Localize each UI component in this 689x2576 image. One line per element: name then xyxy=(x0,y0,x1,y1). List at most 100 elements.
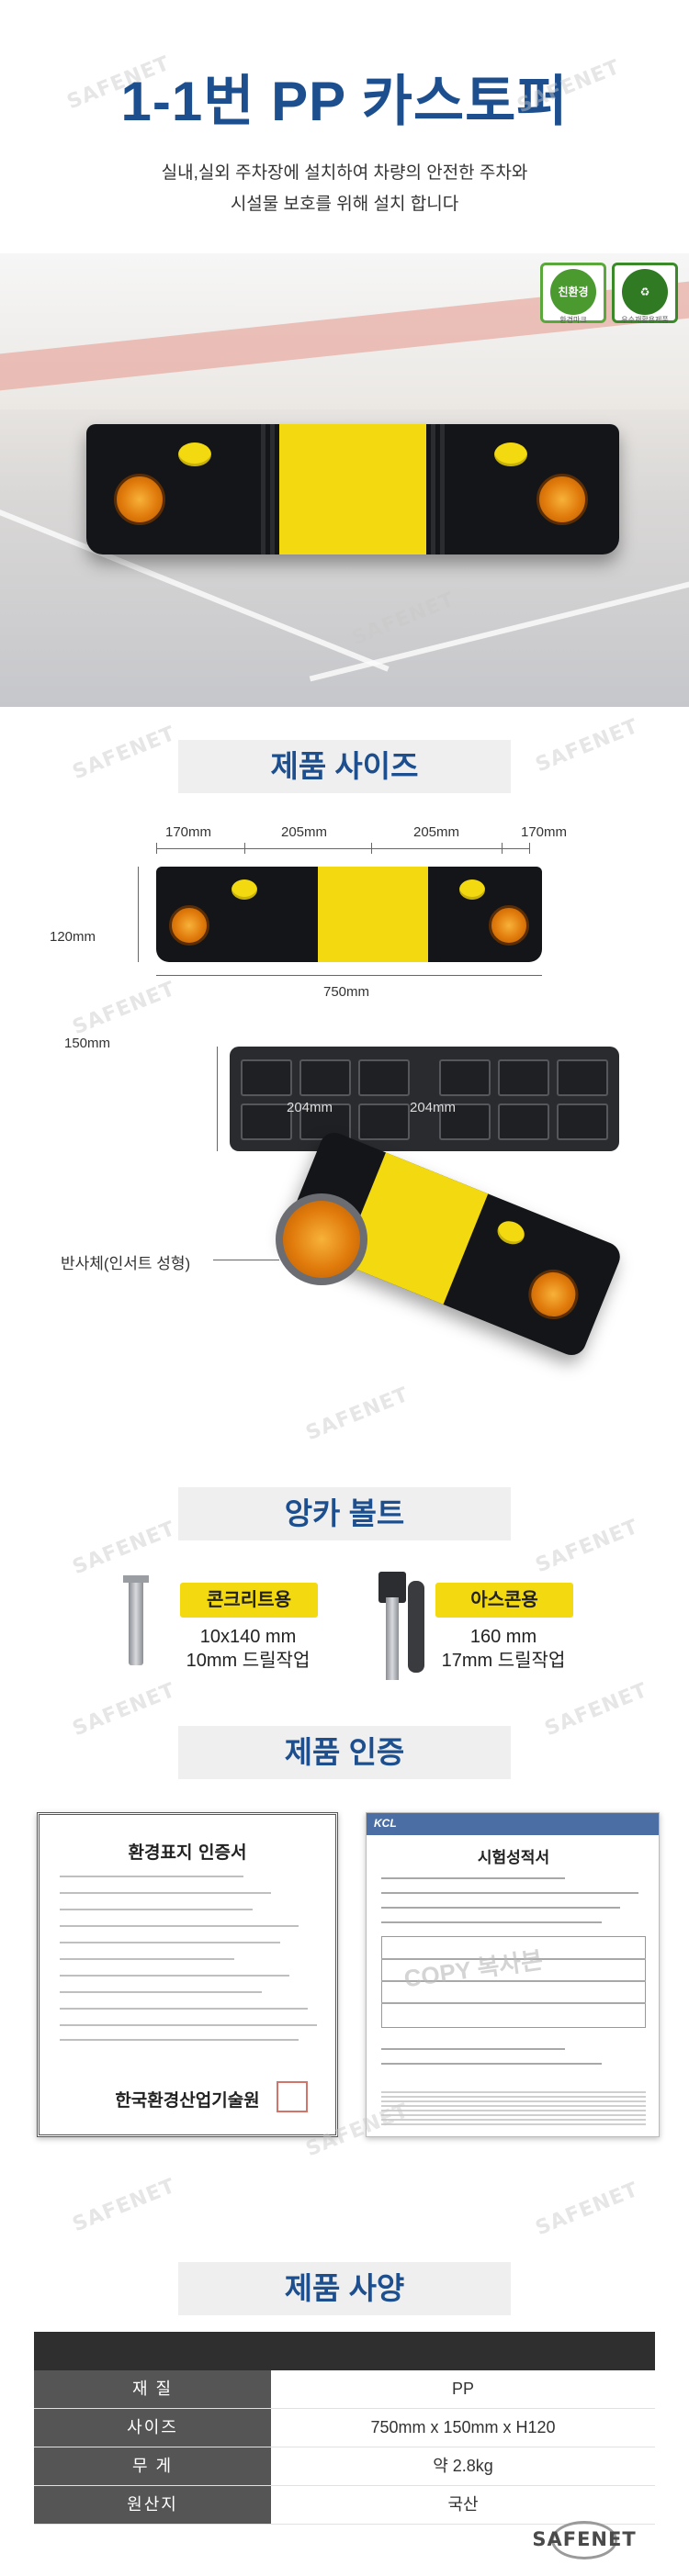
eco-label-certificate: 환경표지 인증서 한국환경산업기술원 xyxy=(37,1812,338,2137)
section-heading-anchor: 앙카 볼트 xyxy=(178,1487,511,1540)
reflector-closeup-icon xyxy=(276,1193,367,1285)
safenet-logo: SAFENET xyxy=(520,2519,649,2561)
intro-line-2: 시설물 보호를 위해 설치 합니다 xyxy=(230,195,459,214)
eco-mark-sub: 환경마크 xyxy=(559,316,587,324)
watermark: SAFENET xyxy=(302,1383,412,1446)
plastic-plug-icon xyxy=(408,1581,424,1673)
spec-key: 재 질 xyxy=(34,2370,271,2408)
intro-line-1: 실내,실외 주차장에 설치하여 차량의 안전한 주차와 xyxy=(161,163,528,183)
spec-key: 원산지 xyxy=(34,2486,271,2524)
watermark: SAFENET xyxy=(69,977,179,1040)
watermark: SAFENET xyxy=(69,722,179,785)
grid-cell xyxy=(439,1103,491,1140)
spec-table-header xyxy=(34,2332,655,2370)
recycle-mark-sub: 우수재활용제품 xyxy=(621,316,669,324)
grid-cell xyxy=(439,1059,491,1096)
concrete-anchor-drill: 10mm 드릴작업 xyxy=(186,1651,311,1671)
asphalt-anchor-label: 아스콘용 xyxy=(435,1583,573,1618)
intro-text: 실내,실외 주차장에 설치하여 차량의 안전한 주차와 시설물 보호를 위해 설… xyxy=(0,158,689,220)
test-report-title: 시험성적서 xyxy=(477,1849,550,1866)
reflector-icon xyxy=(489,905,529,946)
concrete-anchor-size: 10x140 mm xyxy=(199,1627,297,1647)
rib xyxy=(431,424,435,554)
grid-cell xyxy=(498,1103,549,1140)
spec-row: 무 게 약 2.8kg xyxy=(34,2447,655,2486)
watermark: SAFENET xyxy=(541,1678,651,1742)
grid-cell xyxy=(299,1059,351,1096)
bolt-nut xyxy=(123,1575,149,1583)
section-heading-spec: 제품 사양 xyxy=(178,2262,511,2315)
dimension-width: 150mm xyxy=(64,1036,111,1051)
spec-row: 원산지 국산 xyxy=(34,2486,655,2525)
recycle-mark-badge: ♻ 우수재활용제품 xyxy=(612,263,678,324)
dimension-bottom-right: 204mm xyxy=(410,1100,457,1115)
watermark: SAFENET xyxy=(532,714,642,778)
dimension-line xyxy=(156,848,529,849)
car-stopper-bottom-view xyxy=(230,1047,619,1151)
concrete-anchor-label: 콘크리트용 xyxy=(180,1583,318,1618)
reflector-icon xyxy=(114,474,165,525)
yellow-center-band xyxy=(318,867,428,962)
dimension-bottom-left: 204mm xyxy=(287,1100,333,1115)
dimension-seg4: 170mm xyxy=(521,824,568,840)
recycle-icon: ♻ xyxy=(622,269,668,315)
dimension-seg2: 205mm xyxy=(281,824,328,840)
dimension-line xyxy=(156,975,542,976)
official-seal-icon xyxy=(277,2081,308,2112)
section-heading-cert: 제품 인증 xyxy=(178,1726,511,1779)
car-stopper-hero xyxy=(86,424,619,554)
reflector-icon xyxy=(169,905,209,946)
watermark: SAFENET xyxy=(69,1517,179,1580)
dimension-seg1: 170mm xyxy=(165,824,212,840)
hero-photo: 친환경 환경마크 ♻ 우수재활용제품 SAFENET xyxy=(0,253,689,707)
dimension-tick xyxy=(371,843,372,854)
spec-row: 재 질 PP xyxy=(34,2370,655,2409)
yellow-dot xyxy=(493,1217,528,1249)
reflector-icon xyxy=(521,1261,586,1327)
yellow-dot xyxy=(494,442,527,466)
asphalt-anchor-bolt-icon xyxy=(386,1597,399,1680)
grid-cell xyxy=(557,1059,608,1096)
report-footnote xyxy=(381,2089,646,2125)
eco-cert-title: 환경표지 인증서 xyxy=(128,1842,247,1863)
grid-cell xyxy=(241,1103,292,1140)
logo-ring-icon xyxy=(551,2521,617,2559)
test-report-certificate: KCL 시험성적서 COPY 복사본 xyxy=(366,1812,660,2137)
asphalt-anchor-spec: 160 mm 17mm 드릴작업 xyxy=(402,1625,604,1673)
reflector-icon xyxy=(537,474,588,525)
asphalt-anchor-drill: 17mm 드릴작업 xyxy=(441,1651,566,1671)
watermark: SAFENET xyxy=(532,2178,642,2241)
grid-cell xyxy=(557,1103,608,1140)
watermark: SAFENET xyxy=(69,2174,179,2237)
rib xyxy=(270,424,275,554)
report-header-bar xyxy=(367,1813,659,1835)
spec-value: 750mm x 150mm x H120 xyxy=(370,2418,556,2436)
concrete-anchor-bolt-icon xyxy=(129,1575,143,1665)
spec-value: 국산 xyxy=(447,2495,479,2514)
spec-value: 약 2.8kg xyxy=(433,2457,493,2475)
reflector-label: 반사체(인서트 성형) xyxy=(61,1255,191,1272)
asphalt-anchor-size: 160 mm xyxy=(469,1627,537,1647)
watermark: SAFENET xyxy=(69,1678,179,1742)
grid-cell xyxy=(241,1059,292,1096)
watermark: SAFENET xyxy=(532,1515,642,1578)
rib xyxy=(440,424,445,554)
car-stopper-side-view xyxy=(156,867,542,962)
eco-mark-label: 친환경 xyxy=(550,269,596,315)
dimension-tick xyxy=(502,843,503,854)
logo-text: SAFENET xyxy=(532,2528,637,2550)
test-result-table xyxy=(381,1936,646,2028)
yellow-dot xyxy=(178,442,211,466)
spec-value: PP xyxy=(451,2380,474,2398)
spec-key: 무 게 xyxy=(34,2447,271,2485)
dimension-length: 750mm xyxy=(323,984,370,1000)
grid-cell xyxy=(358,1059,410,1096)
page-title: 1-1번 PP 카스토퍼 xyxy=(120,71,569,132)
yellow-dot xyxy=(232,879,257,900)
grid-cell xyxy=(358,1103,410,1140)
dimension-height: 120mm xyxy=(50,929,96,945)
eco-cert-issuer: 한국환경산업기술원 xyxy=(115,2090,260,2111)
dimension-tick xyxy=(244,843,245,854)
rib xyxy=(261,424,265,554)
dimension-line xyxy=(138,867,139,962)
